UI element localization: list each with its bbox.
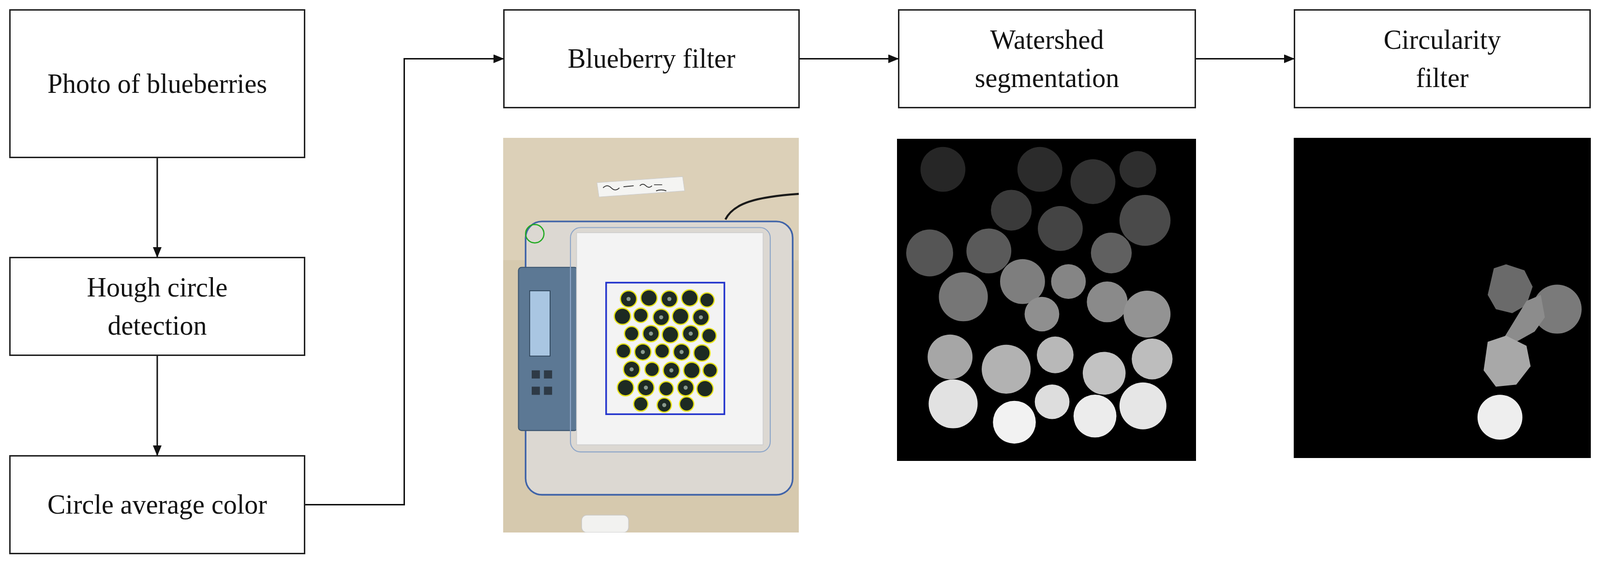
process-box: Circle average color (9, 455, 306, 555)
box-label: Photo of blueberries (47, 64, 268, 103)
box-label: Circularity filter (1360, 20, 1525, 97)
flow-arrow (156, 158, 159, 257)
box-label: Blueberry filter (567, 39, 736, 78)
box-label: Circle average color (47, 485, 268, 524)
process-box: Photo of blueberries (9, 9, 306, 159)
flow-arrow (305, 59, 504, 506)
process-box: Hough circle detection (9, 256, 306, 357)
process-box: Watershed segmentation (897, 9, 1197, 109)
process-box: Circularity filter (1293, 9, 1591, 109)
circularity-image (1293, 137, 1591, 459)
watershed-image (897, 138, 1197, 462)
flow-arrow (156, 356, 159, 456)
blueberry-photo (503, 137, 799, 533)
process-box: Blueberry filter (503, 9, 800, 109)
box-label: Hough circle detection (65, 268, 250, 345)
flow-arrow (1196, 58, 1294, 60)
box-label: Watershed segmentation (964, 20, 1130, 97)
flow-arrow (799, 58, 898, 60)
